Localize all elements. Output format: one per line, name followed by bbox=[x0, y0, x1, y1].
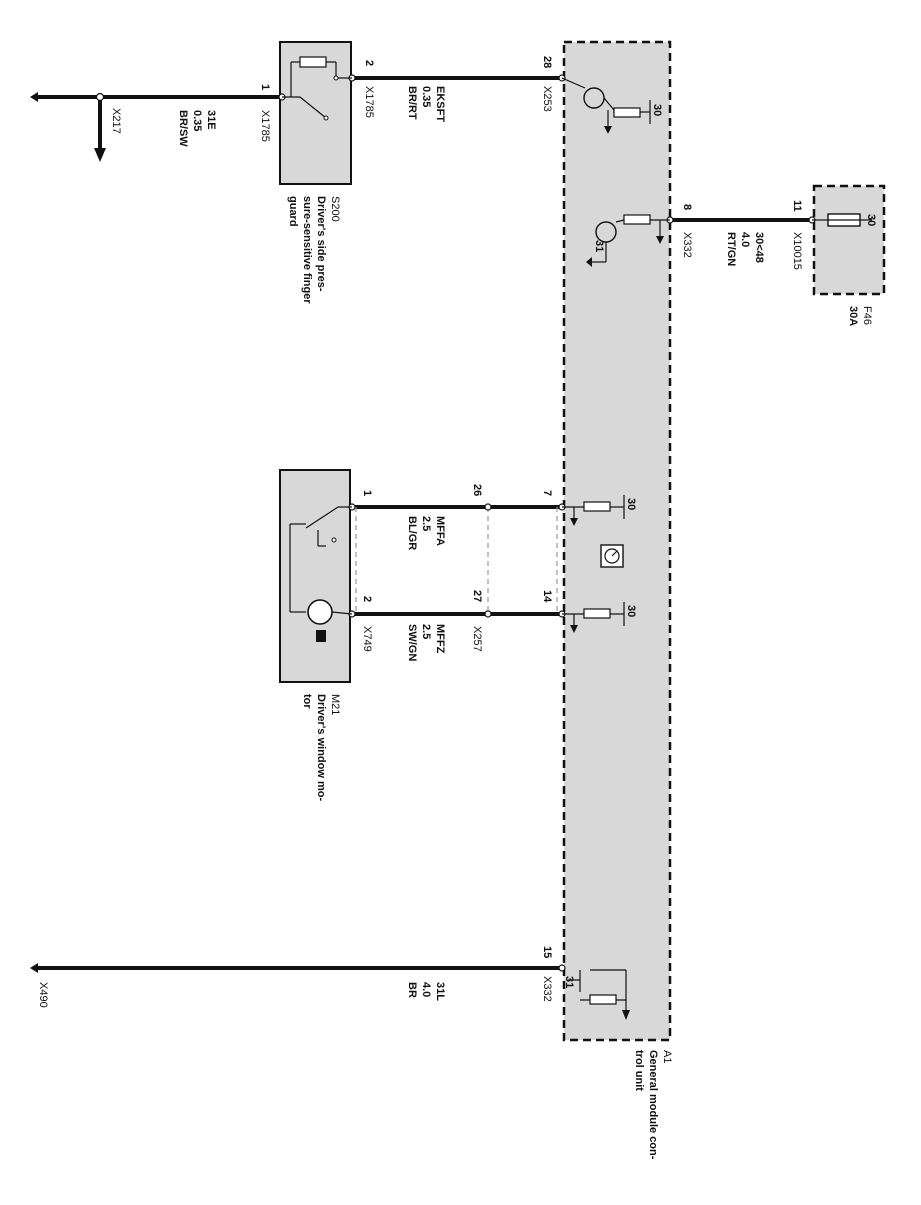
s200-id: S200 bbox=[329, 196, 341, 222]
pin-label-x257-27: 27 bbox=[471, 590, 483, 602]
f46-id: F46 bbox=[861, 306, 873, 325]
m21-id: M21 bbox=[329, 694, 341, 715]
wire-mffa-size: 2.5 bbox=[420, 516, 432, 531]
wire-30-signal: 30<48 bbox=[753, 232, 765, 263]
terminal-30-b: 30 bbox=[625, 498, 637, 510]
connector-x1785-left: X1785 bbox=[259, 110, 271, 142]
connector-x332-top: X332 bbox=[681, 232, 693, 258]
s200-name-line-1: Driver's side pres- bbox=[315, 196, 327, 292]
wire-30-size: 4.0 bbox=[739, 232, 751, 247]
connector-x749: X749 bbox=[361, 626, 373, 652]
a1-driver-7 bbox=[562, 495, 625, 526]
pin-label-s200-1: 1 bbox=[259, 84, 271, 90]
f46-terminal-30: 30 bbox=[865, 214, 877, 226]
a1-name-line-1: General module con- bbox=[647, 1050, 659, 1160]
m21-name-line-1: Driver's window mo- bbox=[315, 694, 327, 801]
a1-name-line-2: trol unit bbox=[633, 1050, 645, 1091]
wire-mffa-color: BL/GR bbox=[406, 516, 418, 550]
terminal-31-b: 31 bbox=[563, 976, 575, 988]
wire-eksft-size: 0.35 bbox=[420, 86, 432, 107]
wire-mffa-signal: MFFA bbox=[434, 516, 446, 546]
a1-transistor-mid bbox=[586, 214, 670, 267]
connector-x1785-right: X1785 bbox=[363, 86, 375, 118]
pin-label-s200-2: 2 bbox=[363, 60, 375, 66]
m21-name: Driver's window mo-tor bbox=[301, 694, 327, 801]
f46-fuse-symbol bbox=[812, 213, 872, 227]
a1-ground-15 bbox=[568, 969, 630, 1020]
connector-x253: X253 bbox=[541, 86, 553, 112]
pin-label-m21-1: 1 bbox=[361, 490, 373, 496]
m21-motor-symbol bbox=[307, 599, 353, 642]
pin-label-a1-15: 15 bbox=[541, 946, 553, 958]
wire-mffz-size: 2.5 bbox=[420, 624, 432, 639]
wire-eksft-signal: EKSFT bbox=[434, 86, 446, 122]
a1-driver-14 bbox=[562, 602, 625, 633]
connector-x490: X490 bbox=[37, 982, 49, 1008]
wire-31e-color: BR/SW bbox=[177, 110, 189, 147]
a1-module-box bbox=[562, 40, 672, 1042]
wire-31e-signal: 31E bbox=[205, 110, 217, 130]
terminal-30-a: 30 bbox=[651, 104, 663, 116]
pin-label-m21-2: 2 bbox=[361, 596, 373, 602]
f46-rating: 30A bbox=[847, 306, 859, 326]
pin-label-a1-7: 7 bbox=[541, 490, 553, 496]
terminal-31-a: 31 bbox=[593, 240, 605, 252]
wire-30-color: RT/GN bbox=[725, 232, 737, 266]
m21-motor-box bbox=[279, 469, 351, 683]
wire-31l-size: 4.0 bbox=[420, 982, 432, 997]
pin-a1-15 bbox=[558, 964, 566, 972]
connector-x332-bottom: X332 bbox=[541, 976, 553, 1002]
connector-x217: X217 bbox=[110, 108, 122, 134]
a1-id: A1 bbox=[661, 1050, 673, 1063]
pin-label-a1-8: 8 bbox=[681, 204, 693, 210]
s200-switch-symbol bbox=[282, 56, 352, 121]
x217-arrow bbox=[94, 148, 106, 162]
wire-31e-size: 0.35 bbox=[191, 110, 203, 131]
ground-arrow-left-bottom bbox=[30, 963, 38, 973]
window-lift-icon bbox=[600, 544, 624, 568]
m21-switch-symbol bbox=[289, 506, 352, 613]
a1-name: General module con-trol unit bbox=[633, 1050, 659, 1160]
connector-x10015: X10015 bbox=[791, 232, 803, 270]
s200-name-line-3: guard bbox=[287, 196, 299, 227]
pin-label-a1-28: 28 bbox=[541, 56, 553, 68]
a1-transistor-top bbox=[561, 77, 651, 134]
connector-x257: X257 bbox=[471, 626, 483, 652]
wire-eksft-color: BR/RT bbox=[406, 86, 418, 120]
ground-arrow-left-top bbox=[30, 92, 38, 102]
junction-x217 bbox=[95, 92, 105, 102]
wire-mffz-signal: MFFZ bbox=[434, 624, 446, 654]
pin-x257-27 bbox=[484, 610, 492, 618]
pin-label-f46-11: 11 bbox=[791, 200, 803, 212]
m21-name-line-2: tor bbox=[301, 694, 313, 709]
pin-x257-26 bbox=[484, 503, 492, 511]
wire-31l-signal: 31L bbox=[434, 982, 446, 1001]
s200-name-line-2: sure-sensitive finger bbox=[301, 196, 313, 304]
terminal-30-c: 30 bbox=[625, 605, 637, 617]
wire-31l-color: BR bbox=[406, 982, 418, 998]
s200-name: Driver's side pres-sure-sensitive finger… bbox=[287, 196, 327, 304]
pin-label-a1-14: 14 bbox=[541, 590, 553, 603]
f46-fuse-box bbox=[812, 184, 886, 296]
pin-label-x257-26: 26 bbox=[471, 484, 483, 496]
wire-mffz-color: SW/GN bbox=[406, 624, 418, 661]
